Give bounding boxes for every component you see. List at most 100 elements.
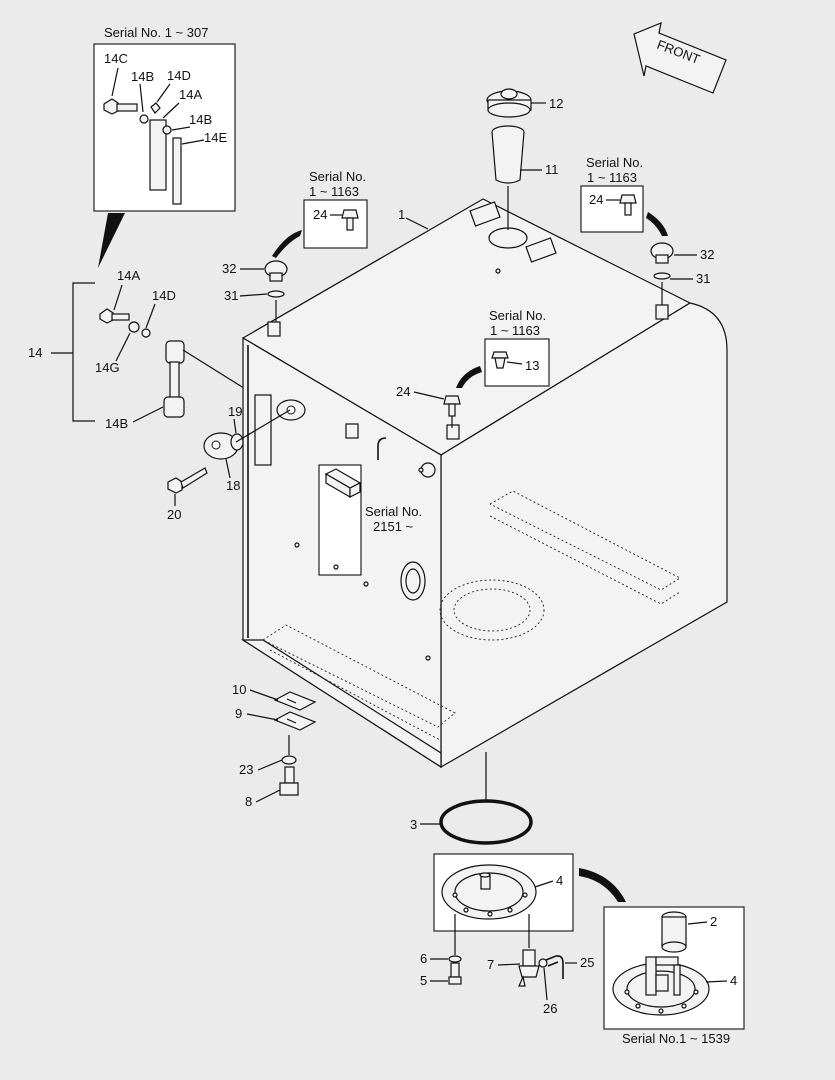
label-19: 19 <box>228 404 242 419</box>
label-23: 23 <box>239 762 253 777</box>
drain-valve-7-icon <box>518 949 540 987</box>
inset-serial-1-1163-right: Serial No. 1 ~ 1163 24 <box>580 155 668 236</box>
label-4-cover: 4 <box>556 873 563 888</box>
label-12: 12 <box>549 96 563 111</box>
label-14d-group: 14D <box>152 288 176 303</box>
inset-left-label-24: 24 <box>313 207 327 222</box>
nut-14d-icon-group <box>141 328 151 338</box>
inset-left-line2: 1 ~ 1163 <box>309 184 359 199</box>
inset-serial-1-1539: 2 4 Serial No.1 ~ 1539 <box>603 906 745 1046</box>
rod-14b-icon <box>163 340 185 418</box>
label-14c: 14C <box>104 51 128 66</box>
label-8: 8 <box>245 794 252 809</box>
label-14a-group: 14A <box>117 268 140 283</box>
strap-14e-icon <box>172 137 182 205</box>
label-14d: 14D <box>167 68 191 83</box>
side-flange <box>400 561 426 601</box>
label-26: 26 <box>543 1001 557 1016</box>
pipe-elbow <box>377 437 387 460</box>
inset-serial-2151: Serial No. 2151 ~ <box>318 464 422 576</box>
label-24-main: 24 <box>396 384 410 399</box>
bolt-24-icon <box>443 395 461 417</box>
breather-cap-left-icon <box>264 260 288 298</box>
label-14: 14 <box>28 345 42 360</box>
main-callouts: 1 12 11 32 31 <box>167 88 714 845</box>
label-9: 9 <box>235 706 242 721</box>
bolt-5-icon <box>448 962 462 985</box>
label-3: 3 <box>410 817 417 832</box>
label-14g: 14G <box>95 360 120 375</box>
gauge-flange-18-icon <box>203 432 239 460</box>
bracket-block-icon <box>324 468 362 499</box>
label-18: 18 <box>226 478 240 493</box>
shim-9-icon <box>273 711 317 731</box>
bolt-20-icon <box>167 467 208 494</box>
washer-14b-lower-icon <box>162 125 172 135</box>
bolt-8-icon <box>279 766 299 796</box>
washer-6-icon <box>448 955 462 963</box>
washer-23-icon <box>281 755 297 765</box>
tank-body <box>240 198 728 769</box>
o-ring-3-icon <box>439 799 533 845</box>
stud-left <box>267 321 281 337</box>
label-14e: 14E <box>204 130 227 145</box>
washer-14g-icon <box>128 321 140 333</box>
cover-pointer <box>579 868 626 902</box>
filter-element-2-icon <box>661 911 687 953</box>
assembly-14: 14 14A 14D 14G 14B <box>28 268 256 431</box>
label-14b-upper: 14B <box>131 69 154 84</box>
clamp-26-icon <box>538 958 548 968</box>
inset-right-frame <box>580 185 644 233</box>
label-31-left: 31 <box>224 288 238 303</box>
inset-right-pointer <box>646 212 668 236</box>
inset-left-pointer <box>272 230 302 258</box>
bracket-inset-icon <box>645 956 681 996</box>
shim-10-icon <box>273 691 317 711</box>
label-32-right: 32 <box>700 247 714 262</box>
top-plate-left <box>469 201 501 227</box>
inset-2151-line1: Serial No. <box>365 504 422 519</box>
label-31-right: 31 <box>696 271 710 286</box>
filler-port <box>488 227 528 249</box>
inset-1539-label-2: 2 <box>710 914 717 929</box>
inset-caption: Serial No. 1 ~ 307 <box>104 25 208 40</box>
inset-center-line2: 1 ~ 1163 <box>490 323 540 338</box>
inset-center-pointer <box>456 366 482 388</box>
washer-14b-icon <box>139 114 149 124</box>
label-14b-group: 14B <box>105 416 128 431</box>
inset-right-line1: Serial No. <box>586 155 643 170</box>
inset-2151-line2: 2151 ~ <box>373 519 414 534</box>
stud-center <box>446 424 460 440</box>
bolt-14a-icon <box>99 308 130 324</box>
reinforcing-bar <box>254 394 272 466</box>
inset-right-label-24: 24 <box>589 192 603 207</box>
label-6: 6 <box>420 951 427 966</box>
bolt-24-inset-left-icon <box>341 209 359 231</box>
nut-14d-icon <box>150 102 161 114</box>
inset-pointer <box>98 213 125 268</box>
inset-1539-caption: Serial No.1 ~ 1539 <box>622 1031 730 1046</box>
inset-serial-1-1163-left: Serial No. 1 ~ 1163 24 <box>272 169 368 258</box>
stud-right <box>655 304 669 320</box>
label-7: 7 <box>487 957 494 972</box>
inset-center-line1: Serial No. <box>489 308 546 323</box>
boss-front <box>345 423 359 439</box>
front-direction-arrow: FRONT <box>633 22 727 94</box>
bottom-cover-assembly: 4 6 5 7 25 26 <box>420 853 626 1016</box>
label-11: 11 <box>545 162 559 177</box>
inset-left-line1: Serial No. <box>309 169 366 184</box>
bolt-24-inset-right-icon <box>619 194 637 216</box>
label-32-left: 32 <box>222 261 236 276</box>
inset-left-frame <box>303 199 368 249</box>
breather-cap-right-icon <box>650 242 674 280</box>
label-14b-lower: 14B <box>189 112 212 127</box>
bolt-14c-icon <box>103 98 138 115</box>
label-10: 10 <box>232 682 246 697</box>
tank-right-face <box>440 302 728 769</box>
label-14a: 14A <box>179 87 202 102</box>
inset-serial-1-1163-center: Serial No. 1 ~ 1163 13 <box>456 308 550 388</box>
plug-13-icon <box>491 351 509 369</box>
label-5: 5 <box>420 973 427 988</box>
label-20: 20 <box>167 507 181 522</box>
